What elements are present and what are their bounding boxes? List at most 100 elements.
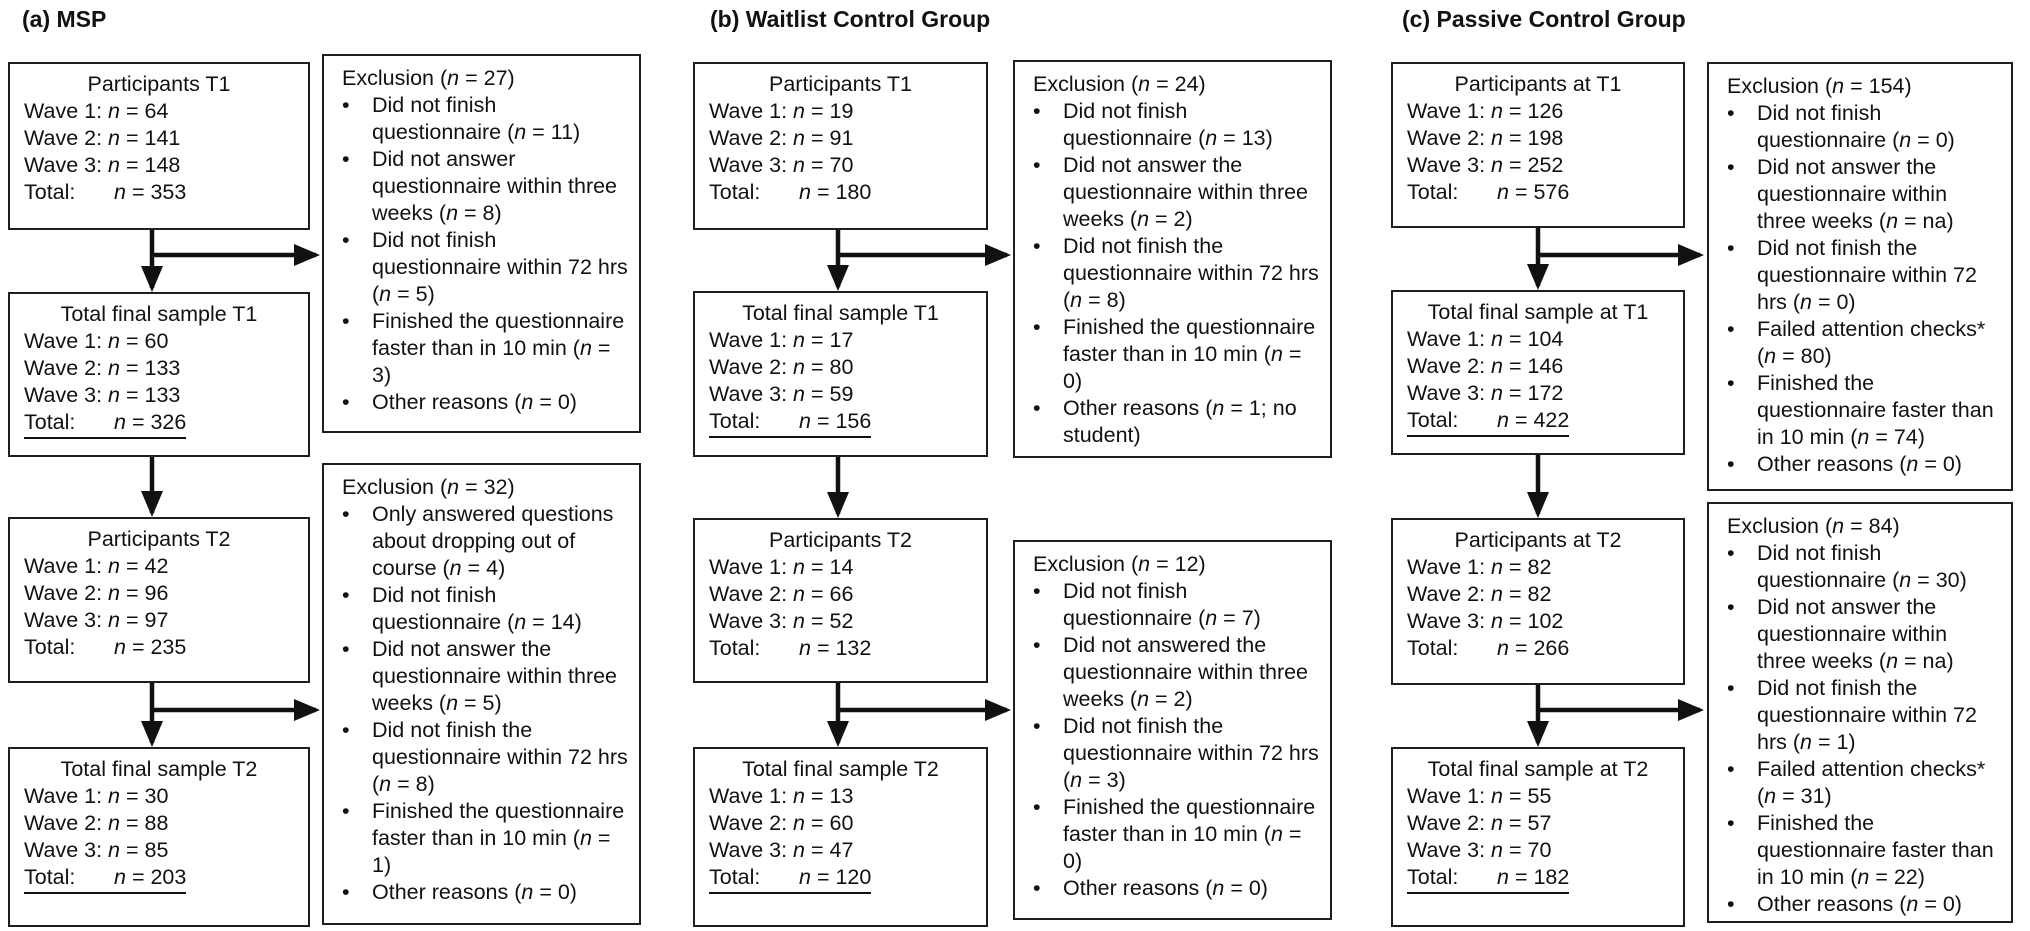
wave-line: Wave 3: n = 70 bbox=[709, 153, 854, 177]
panel-c-title: (c) Passive Control Group bbox=[1402, 6, 1686, 32]
passive-final-sample-t1-box: Total final sample at T1 Wave 1: n = 104… bbox=[1391, 290, 1685, 455]
box-title: Total final sample T1 bbox=[742, 301, 939, 325]
bullet: • bbox=[342, 93, 350, 117]
exclusion-title: Exclusion (n = 32) bbox=[342, 475, 515, 499]
wave-line: Wave 1: n = 82 bbox=[1407, 555, 1552, 579]
total-line: Total: n = 353 bbox=[24, 179, 300, 206]
total-value: n = 203 bbox=[114, 865, 187, 889]
total-line: Total: n = 235 bbox=[24, 634, 300, 661]
total-value: n = 353 bbox=[114, 180, 187, 204]
exclusion-item: •Did not finish questionnaire (n = 7) bbox=[1033, 579, 1261, 630]
box-title: Total final sample T1 bbox=[60, 302, 258, 326]
exclusion-item: •Did not answered the questionnaire with… bbox=[1033, 633, 1309, 711]
bullet: • bbox=[1033, 99, 1041, 123]
total-label: Total: bbox=[24, 410, 76, 434]
bullet: • bbox=[342, 390, 350, 414]
wave-line: Wave 2: n = 198 bbox=[1407, 126, 1564, 150]
exclusion-item: •Finished the questionnaire faster than … bbox=[1727, 811, 1994, 889]
wave-line: Wave 2: n = 80 bbox=[709, 355, 854, 379]
total-label: Total: bbox=[709, 636, 761, 660]
total-label: Total: bbox=[1407, 180, 1459, 204]
total-value: n = 180 bbox=[799, 180, 872, 204]
total-line: Total: n = 132 bbox=[709, 635, 978, 662]
wave-line: Wave 2: n = 96 bbox=[24, 581, 169, 605]
total-label: Total: bbox=[24, 635, 76, 659]
exclusion-title: Exclusion (n = 84) bbox=[1727, 514, 1900, 538]
total-line: Total:n = 203 bbox=[24, 864, 300, 894]
passive-exclusion-t1-box: Exclusion (n = 154) •Did not finish ques… bbox=[1707, 62, 2013, 491]
wave-line: Wave 2: n = 141 bbox=[24, 126, 181, 150]
total-value: n = 235 bbox=[114, 635, 187, 659]
exclusion-item: •Only answered questions about dropping … bbox=[342, 502, 614, 580]
box-title: Participants T2 bbox=[768, 528, 912, 552]
wave-line: Wave 3: n = 252 bbox=[1407, 153, 1564, 177]
bullet: • bbox=[1033, 579, 1041, 603]
bullet: • bbox=[342, 637, 350, 661]
total-value: n = 266 bbox=[1497, 636, 1570, 660]
msp-exclusion-t1-box: Exclusion (n = 27) •Did not finish quest… bbox=[322, 54, 641, 433]
bullet: • bbox=[1727, 371, 1735, 395]
exclusion-item: •Other reasons (n = 0) bbox=[342, 390, 577, 414]
wave-line: Wave 1: n = 55 bbox=[1407, 784, 1552, 808]
total-line: Total: n = 182 bbox=[1407, 864, 1675, 894]
total-line: Total:n = 180 bbox=[709, 179, 978, 206]
exclusion-item: •Other reasons (n = 0) bbox=[342, 880, 577, 904]
msp-final-sample-t1-box: Total final sample T1 Wave 1: n = 60 Wav… bbox=[8, 292, 310, 457]
wave-line: Wave 2: n = 82 bbox=[1407, 582, 1552, 606]
total-value: n = 156 bbox=[799, 409, 872, 433]
total-label: Total: bbox=[24, 180, 76, 204]
bullet: • bbox=[1727, 236, 1735, 260]
exclusion-item: •Did not finish questionnaire (n = 0) bbox=[1727, 101, 1955, 152]
box-title: Participants T1 bbox=[87, 72, 231, 96]
wave-line: Wave 3: n = 47 bbox=[709, 838, 854, 862]
exclusion-title: Exclusion (n = 12) bbox=[1033, 552, 1206, 576]
total-label: Total: bbox=[709, 865, 761, 889]
box-title: Total final sample T2 bbox=[60, 757, 258, 781]
bullet: • bbox=[1033, 633, 1041, 657]
exclusion-item: •Did not finish the questionnaire within… bbox=[1727, 676, 1977, 754]
total-label: Total: bbox=[1407, 865, 1459, 889]
waitlist-exclusion-t1-box: Exclusion (n = 24) •Did not finish quest… bbox=[1013, 60, 1332, 458]
total-line: Total: n = 156 bbox=[709, 408, 978, 438]
exclusion-item: •Did not finish questionnaire (n = 30) bbox=[1727, 541, 1967, 592]
wave-line: Wave 3: n = 70 bbox=[1407, 838, 1552, 862]
wave-line: Wave 1: n = 104 bbox=[1407, 327, 1564, 351]
exclusion-item: •Did not answer the questionnaire within… bbox=[1727, 155, 1954, 233]
bullet: • bbox=[1033, 396, 1041, 420]
box-title: Total final sample at T2 bbox=[1427, 757, 1649, 781]
wave-line: Wave 3: n = 102 bbox=[1407, 609, 1564, 633]
exclusion-item: •Other reasons (n = 0) bbox=[1033, 876, 1268, 900]
wave-line: Wave 3: n = 59 bbox=[709, 382, 854, 406]
total-line: Total:n = 422 bbox=[1407, 407, 1675, 437]
total-label: Total: bbox=[709, 409, 761, 433]
exclusion-item: •Did not finish the questionnaire within… bbox=[1033, 714, 1319, 792]
box-title: Participants T2 bbox=[87, 527, 231, 551]
exclusion-item: •Finished the questionnaire faster than … bbox=[342, 309, 625, 387]
wave-line: Wave 1: n = 30 bbox=[24, 784, 169, 808]
waitlist-participants-t1-box: Participants T1 Wave 1: n = 19 Wave 2: n… bbox=[693, 62, 988, 230]
wave-line: Wave 2: n = 91 bbox=[709, 126, 854, 150]
wave-line: Wave 1: n = 14 bbox=[709, 555, 854, 579]
exclusion-item: •Did not answer questionnaire within thr… bbox=[342, 147, 618, 225]
exclusion-item: •Did not finish questionnaire (n = 14) bbox=[342, 583, 582, 634]
total-line: Total:n = 326 bbox=[24, 409, 300, 439]
total-value: n = 182 bbox=[1497, 865, 1570, 889]
bullet: • bbox=[342, 583, 350, 607]
bullet: • bbox=[1033, 234, 1041, 258]
box-title: Participants at T2 bbox=[1454, 528, 1622, 552]
waitlist-participants-t2-box: Participants T2 Wave 1: n = 14 Wave 2: n… bbox=[693, 518, 988, 683]
bullet: • bbox=[1727, 452, 1735, 476]
passive-participants-t2-box: Participants at T2 Wave 1: n = 82 Wave 2… bbox=[1391, 518, 1685, 685]
total-value: n = 132 bbox=[799, 636, 872, 660]
wave-line: Wave 1: n = 60 bbox=[24, 329, 169, 353]
msp-final-sample-t2-box: Total final sample T2 Wave 1: n = 30 Wav… bbox=[8, 747, 310, 927]
bullet: • bbox=[1727, 101, 1735, 125]
total-line: Total:n = 120 bbox=[709, 864, 978, 894]
wave-line: Wave 2: n = 60 bbox=[709, 811, 854, 835]
exclusion-item: •Finished the questionnaire faster than … bbox=[1727, 371, 1994, 449]
msp-participants-t1-box: Participants T1 Wave 1: n = 64 Wave 2: n… bbox=[8, 62, 310, 230]
passive-exclusion-t2-box: Exclusion (n = 84) •Did not finish quest… bbox=[1707, 502, 2013, 923]
wave-line: Wave 1: n = 17 bbox=[709, 328, 854, 352]
waitlist-final-sample-t2-box: Total final sample T2 Wave 1: n = 13 Wav… bbox=[693, 747, 988, 927]
